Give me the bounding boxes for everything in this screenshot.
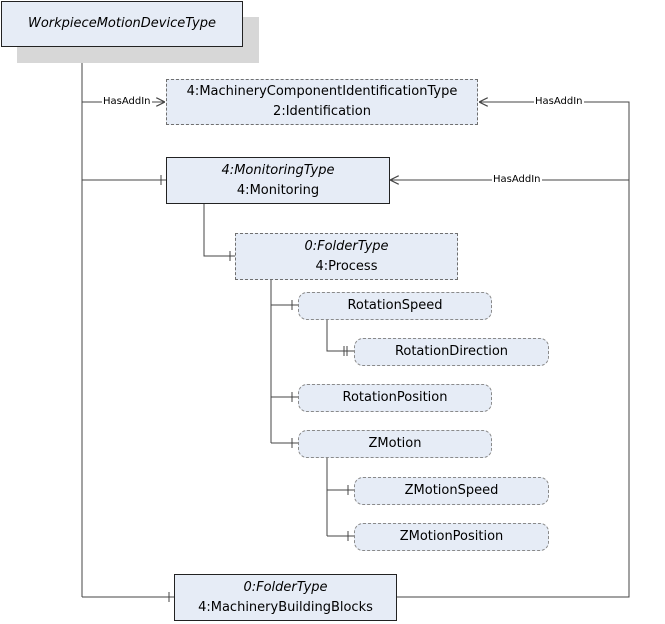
z-motion-speed-label: ZMotionSpeed (404, 483, 499, 498)
z-motion-position-node[interactable]: ZMotionPosition (354, 523, 549, 551)
monitoring-browse-prefix: 4: (236, 182, 250, 198)
building-blocks-type-name: FolderType (256, 579, 328, 595)
building-blocks-type-line: 0:FolderType (243, 578, 327, 598)
process-browse-line: 4:Process (316, 257, 378, 277)
building-blocks-browse-name: MachineryBuildingBlocks (210, 599, 373, 615)
root-type-name: WorkpieceMotionDeviceType (28, 16, 216, 31)
monitoring-browse-name: Monitoring (249, 182, 320, 198)
process-type-name: FolderType (317, 238, 389, 254)
process-type-line: 0:FolderType (304, 237, 388, 257)
z-motion-position-label: ZMotionPosition (399, 529, 504, 544)
rotation-speed-label: RotationSpeed (347, 298, 443, 313)
has-add-in-label-right-middle: HasAddIn (492, 174, 542, 186)
z-motion-node[interactable]: ZMotion (298, 430, 492, 458)
identification-type-line: 4:MachineryComponentIdentificationType (187, 82, 458, 102)
rotation-direction-node[interactable]: RotationDirection (354, 338, 549, 366)
identification-type-prefix: 4: (186, 84, 200, 99)
z-motion-label: ZMotion (368, 436, 422, 451)
building-blocks-type-prefix: 0: (243, 579, 257, 595)
rotation-speed-node[interactable]: RotationSpeed (298, 292, 492, 320)
building-blocks-node[interactable]: 0:FolderType 4:MachineryBuildingBlocks (174, 574, 397, 621)
monitoring-to-process-line (203, 204, 235, 257)
rotation-position-node[interactable]: RotationPosition (298, 384, 492, 412)
monitoring-node[interactable]: 4:MonitoringType 4:Monitoring (166, 157, 390, 204)
root-type-node[interactable]: WorkpieceMotionDeviceType (1, 1, 243, 47)
rotation-position-label: RotationPosition (342, 390, 448, 405)
identification-node[interactable]: 4:MachineryComponentIdentificationType 2… (166, 79, 478, 125)
process-browse-name: Process (328, 258, 378, 274)
monitoring-type-prefix: 4: (221, 162, 235, 178)
z-motion-speed-node[interactable]: ZMotionSpeed (354, 477, 549, 505)
has-add-in-label-left: HasAddIn (102, 96, 152, 108)
process-folder-node[interactable]: 0:FolderType 4:Process (235, 233, 458, 280)
building-blocks-browse-line: 4:MachineryBuildingBlocks (198, 598, 373, 618)
rotation-direction-label: RotationDirection (394, 344, 509, 359)
identification-browse-line: 2:Identification (273, 102, 371, 122)
monitoring-browse-line: 4:Monitoring (237, 181, 319, 201)
monitoring-type-name: MonitoringType (234, 162, 335, 178)
process-browse-prefix: 4: (315, 258, 329, 274)
has-add-in-label-right-top: HasAddIn (534, 96, 584, 108)
identification-browse-prefix: 2: (273, 104, 286, 119)
identification-browse-name: Identification (285, 104, 371, 119)
process-type-prefix: 0: (304, 238, 318, 254)
building-blocks-browse-prefix: 4: (198, 599, 211, 615)
monitoring-type-line: 4:MonitoringType (222, 161, 335, 181)
rotation-speed-children-line (326, 320, 354, 352)
identification-type-name: MachineryComponentIdentificationType (199, 84, 458, 99)
